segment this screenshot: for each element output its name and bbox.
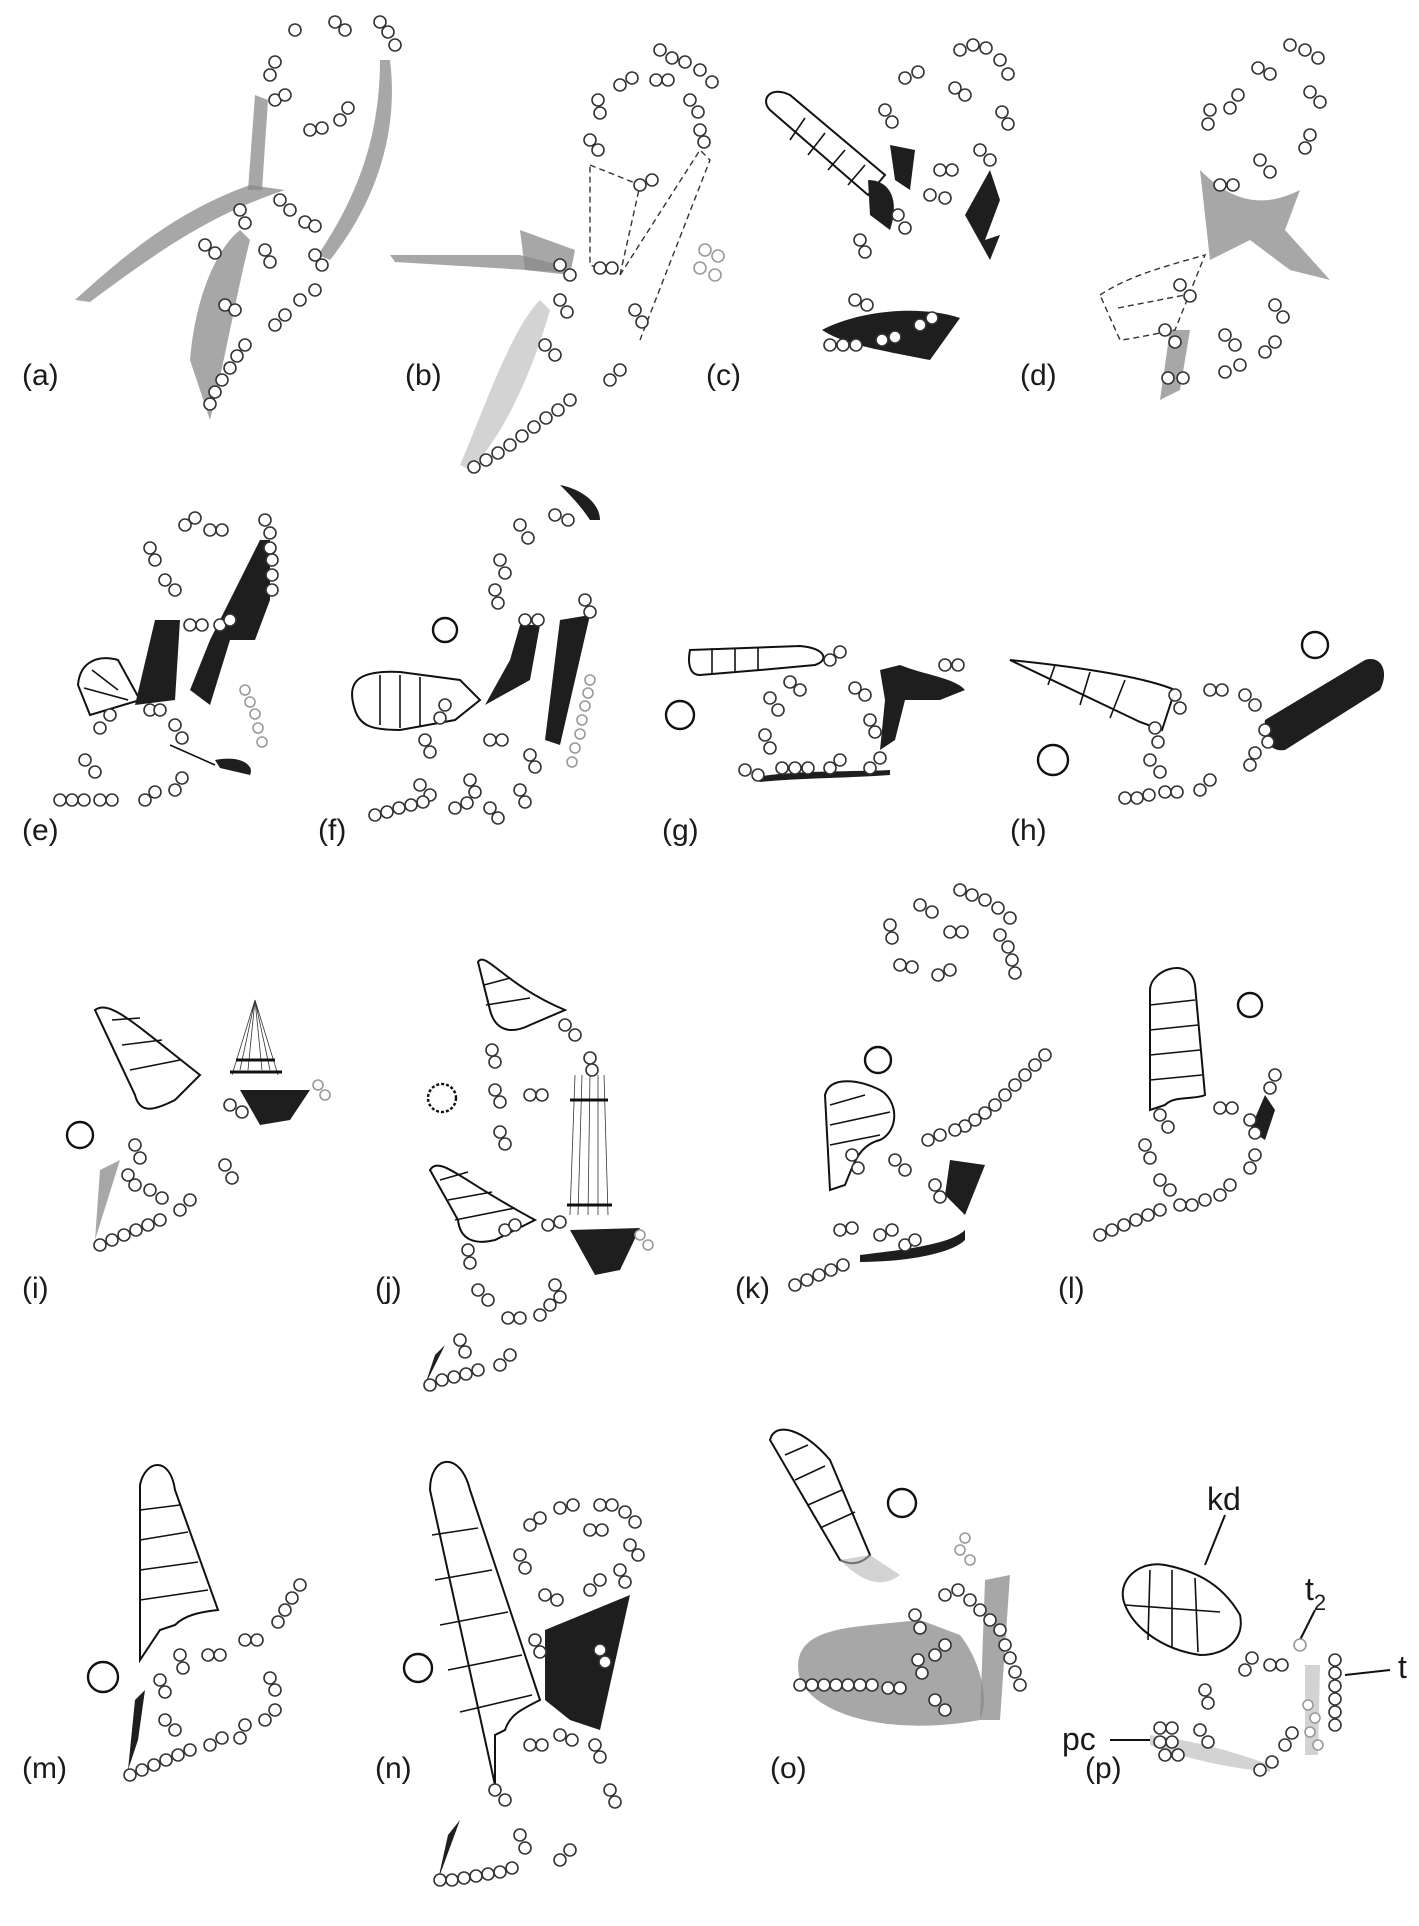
panel-b-drawing — [390, 43, 725, 474]
panel-j-faint-beads — [634, 1229, 654, 1251]
panel-j-drawing — [423, 958, 654, 1392]
t2-leader — [1299, 1609, 1316, 1641]
panel-label-p: (p) — [1085, 1752, 1122, 1785]
panel-o-beads — [793, 1583, 1027, 1717]
panel-k-drawing — [788, 883, 1052, 1292]
panel-label-n: (n) — [375, 1752, 412, 1785]
panel-label-k: (k) — [735, 1272, 770, 1305]
panel-g-beads — [738, 645, 965, 782]
panel-label-c: (c) — [706, 359, 741, 392]
panel-label-f: (f) — [318, 814, 346, 847]
panel-d-beads — [1158, 38, 1327, 385]
panel-e-drawing — [53, 511, 279, 807]
panel-h-drawing — [1009, 630, 1385, 805]
panel-o-drawing — [768, 1428, 1027, 1726]
panel-i-beads — [93, 1098, 249, 1252]
annotation-t2: t2 — [1305, 1571, 1326, 1615]
panel-d-drawing — [1099, 38, 1330, 400]
kd-leader — [1204, 1514, 1226, 1566]
panel-b-faint-beads — [693, 243, 725, 282]
panel-label-a: (a) — [22, 359, 59, 392]
annotation-t: t — [1398, 1649, 1407, 1685]
panel-c-beads — [823, 38, 1015, 352]
t-leader — [1344, 1669, 1391, 1676]
panel-p-drawing: kd t2 t pc — [1062, 1481, 1407, 1777]
panel-e-faint-beads — [239, 684, 268, 748]
annotation-t2-base: t — [1305, 1571, 1314, 1607]
panel-label-h: (h) — [1010, 814, 1047, 847]
panel-label-g: (g) — [662, 814, 699, 847]
panel-h-beads — [1118, 683, 1275, 805]
panel-a-drawing — [75, 15, 402, 420]
panel-f-beads — [368, 508, 597, 825]
panel-m-drawing — [86, 1464, 307, 1782]
panel-a-beads — [198, 15, 402, 411]
annotation-kd: kd — [1207, 1481, 1241, 1517]
panel-label-l: (l) — [1058, 1272, 1085, 1305]
panel-i-faint-beads — [312, 1079, 331, 1101]
panel-i-drawing — [65, 999, 331, 1252]
panel-l-beads — [1093, 1068, 1282, 1242]
panel-p-beads — [1153, 1651, 1342, 1777]
panel-label-d: (d) — [1020, 359, 1057, 392]
panel-f-drawing — [351, 485, 600, 825]
panel-g-drawing — [664, 644, 965, 782]
annotation-t2-subscript: 2 — [1314, 1590, 1326, 1615]
panel-p-faint-beads — [1293, 1638, 1324, 1751]
panel-f-faint-beads — [566, 674, 596, 768]
panel-j-beads — [423, 1018, 599, 1392]
panel-m-beads — [123, 1578, 307, 1782]
panel-label-e: (e) — [22, 814, 59, 847]
panel-c-drawing — [765, 38, 1015, 360]
panel-label-b: (b) — [405, 359, 442, 392]
panel-label-m: (m) — [22, 1752, 67, 1785]
panel-label-j: (j) — [375, 1272, 402, 1305]
annotation-pc: pc — [1062, 1721, 1096, 1757]
panel-e-beads — [53, 511, 279, 807]
panel-b-beads — [467, 43, 719, 474]
panel-n-beads — [433, 1498, 645, 1887]
panel-k-beads — [788, 883, 1052, 1292]
panel-l-drawing — [1093, 967, 1282, 1242]
panel-o-faint-beads — [954, 1532, 976, 1566]
panel-label-o: (o) — [770, 1752, 807, 1785]
panel-n-drawing — [402, 1460, 645, 1887]
panel-label-i: (i) — [22, 1272, 49, 1305]
